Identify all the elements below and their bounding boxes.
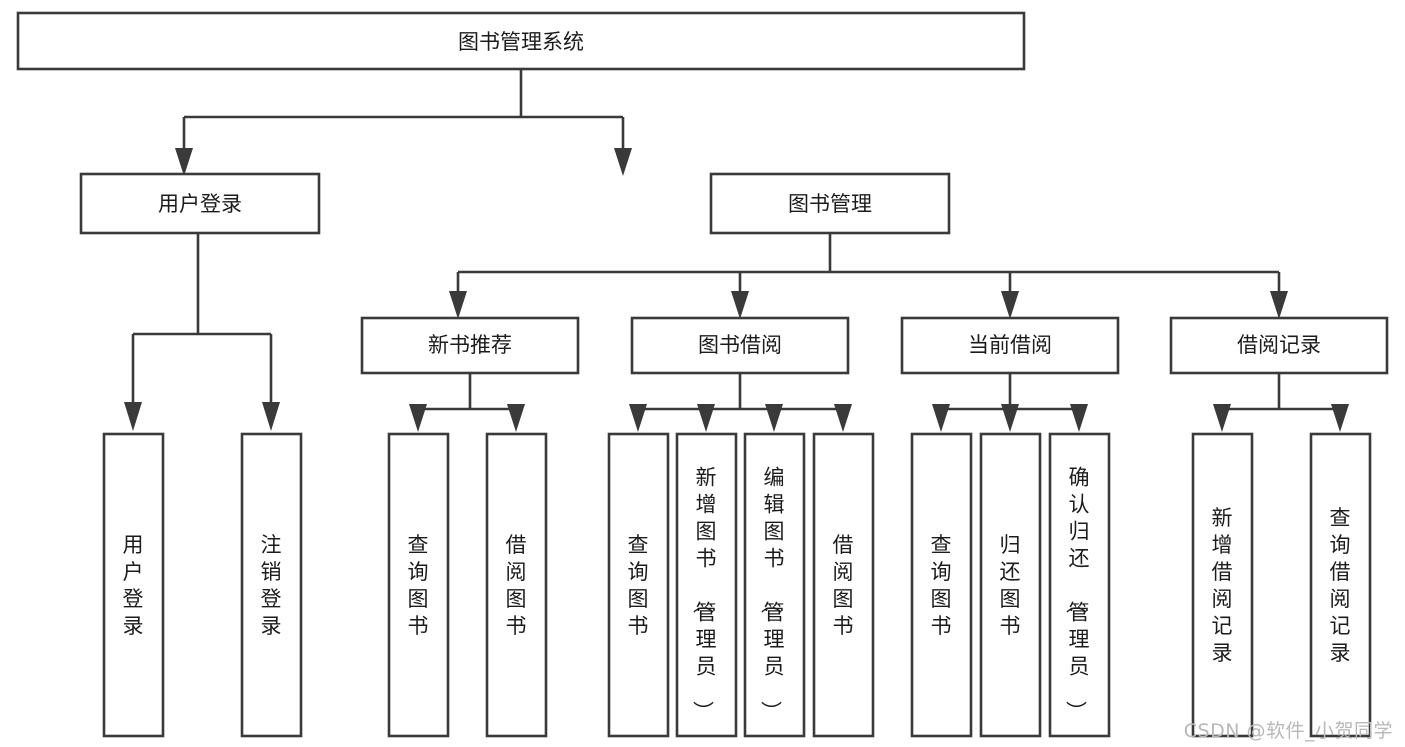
- arrowhead-bb-child-2: [765, 404, 783, 432]
- leaf-user-login-0-box[interactable]: [102, 432, 165, 738]
- node-borrow-record-label: 借阅记录: [1237, 333, 1321, 357]
- connector-group-borrow-record: [1213, 373, 1349, 432]
- leaf-book-borrow-0-label: 查询图书: [628, 533, 649, 638]
- arrowhead-br-child-0: [1213, 404, 1231, 432]
- leaf-book-borrow-0-box[interactable]: [607, 432, 670, 738]
- connector-group-new-book-recommend: [409, 373, 525, 432]
- node-root-label: 图书管理系统: [458, 30, 584, 54]
- node-borrow-record-box[interactable]: [1169, 316, 1389, 375]
- leaf-current-borrow-2[interactable]: 确认归还（管理员）: [1048, 432, 1111, 738]
- leaf-borrow-record-1-label: 查询借阅记录: [1330, 506, 1351, 665]
- leaf-borrow-record-0-box[interactable]: [1191, 432, 1254, 738]
- arrowhead-bb-child-3: [834, 404, 852, 432]
- leaf-user-login-0-label: 用户登录: [123, 533, 144, 638]
- arrowhead-user-login-child-1: [262, 402, 280, 431]
- leaf-book-borrow-3[interactable]: 借阅图书: [812, 432, 875, 738]
- node-user-login[interactable]: 用户登录: [79, 172, 321, 235]
- connector-group-book-mgmt: [449, 233, 1288, 319]
- connector-group-current-borrow: [932, 373, 1088, 432]
- leaf-book-borrow-0[interactable]: 查询图书: [607, 432, 670, 738]
- node-root[interactable]: 图书管理系统: [16, 11, 1026, 71]
- arrowhead-cb-child-0: [932, 404, 950, 432]
- leaf-user-login-1[interactable]: 注销登录: [240, 432, 303, 738]
- leaf-new-book-recommend-1-box[interactable]: [485, 432, 548, 738]
- leaf-borrow-record-1[interactable]: 查询借阅记录: [1309, 432, 1372, 738]
- arrowhead-new-book-recommend: [449, 291, 467, 319]
- arrowhead-book-mgmt: [614, 148, 632, 176]
- leaf-current-borrow-1[interactable]: 归还图书: [979, 432, 1042, 738]
- arrowhead-user-login: [175, 148, 193, 176]
- node-book-mgmt[interactable]: 图书管理: [709, 172, 951, 235]
- leaf-book-borrow-1[interactable]: 新增图书（管理员）: [675, 432, 738, 738]
- node-root-box[interactable]: [16, 11, 1026, 71]
- node-book-mgmt-label: 图书管理: [788, 192, 872, 216]
- leaf-current-borrow-2-box[interactable]: [1048, 432, 1111, 738]
- arrowhead-nbr-child-0: [409, 404, 427, 432]
- leaf-current-borrow-1-label: 归还图书: [1000, 533, 1021, 638]
- leaf-book-borrow-2-label: 编辑图书（管理员）: [759, 466, 785, 722]
- leaf-borrow-record-0[interactable]: 新增借阅记录: [1191, 432, 1254, 738]
- leaf-new-book-recommend-0[interactable]: 查询图书: [387, 432, 450, 738]
- arrowhead-user-login-child-0: [124, 402, 142, 431]
- arrowhead-br-child-1: [1331, 404, 1349, 432]
- leaf-new-book-recommend-1[interactable]: 借阅图书: [485, 432, 548, 738]
- leaf-borrow-record-0-label: 新增借阅记录: [1212, 506, 1233, 665]
- node-current-borrow-label: 当前借阅: [968, 333, 1052, 357]
- leaf-book-borrow-1-box[interactable]: [675, 432, 738, 738]
- connector-group-root: [175, 69, 632, 176]
- node-book-borrow-box[interactable]: [630, 316, 850, 375]
- node-new-book-recommend-box[interactable]: [360, 316, 580, 375]
- node-user-login-label: 用户登录: [158, 192, 242, 216]
- node-new-book-recommend[interactable]: 新书推荐: [360, 316, 580, 375]
- connector-group-book-borrow: [629, 373, 852, 432]
- leaf-new-book-recommend-1-label: 借阅图书: [506, 533, 527, 638]
- arrowhead-book-borrow: [731, 291, 749, 319]
- arrowhead-current-borrow: [1001, 291, 1019, 319]
- leaf-book-borrow-1-label: 新增图书（管理员）: [691, 466, 717, 722]
- connector-group-user-login: [124, 233, 280, 431]
- node-new-book-recommend-label: 新书推荐: [428, 333, 512, 357]
- node-book-borrow-label: 图书借阅: [698, 333, 782, 357]
- leaf-book-borrow-3-label: 借阅图书: [833, 533, 854, 638]
- node-borrow-record[interactable]: 借阅记录: [1169, 316, 1389, 375]
- leaf-current-borrow-0[interactable]: 查询图书: [910, 432, 973, 738]
- arrowhead-nbr-child-1: [507, 404, 525, 432]
- node-current-borrow[interactable]: 当前借阅: [900, 316, 1120, 375]
- leaf-user-login-1-box[interactable]: [240, 432, 303, 738]
- leaf-user-login-1-label: 注销登录: [261, 533, 282, 638]
- node-user-login-box[interactable]: [79, 172, 321, 235]
- leaf-book-borrow-2[interactable]: 编辑图书（管理员）: [743, 432, 806, 738]
- leaf-current-borrow-1-box[interactable]: [979, 432, 1042, 738]
- arrowhead-cb-child-2: [1070, 404, 1088, 432]
- node-book-mgmt-box[interactable]: [709, 172, 951, 235]
- leaf-book-borrow-2-box[interactable]: [743, 432, 806, 738]
- leaf-user-login-0[interactable]: 用户登录: [102, 432, 165, 738]
- arrowhead-cb-child-1: [1001, 404, 1019, 432]
- leaf-current-borrow-2-label: 确认归还（管理员）: [1064, 466, 1090, 722]
- leaf-current-borrow-0-label: 查询图书: [931, 533, 952, 638]
- leaf-borrow-record-1-box[interactable]: [1309, 432, 1372, 738]
- arrowhead-bb-child-0: [629, 404, 647, 432]
- arrowhead-bb-child-1: [697, 404, 715, 432]
- leaf-new-book-recommend-0-label: 查询图书: [408, 533, 429, 638]
- node-current-borrow-box[interactable]: [900, 316, 1120, 375]
- arrowhead-borrow-record: [1270, 291, 1288, 319]
- leaf-book-borrow-3-box[interactable]: [812, 432, 875, 738]
- leaf-new-book-recommend-0-box[interactable]: [387, 432, 450, 738]
- node-book-borrow[interactable]: 图书借阅: [630, 316, 850, 375]
- leaf-current-borrow-0-box[interactable]: [910, 432, 973, 738]
